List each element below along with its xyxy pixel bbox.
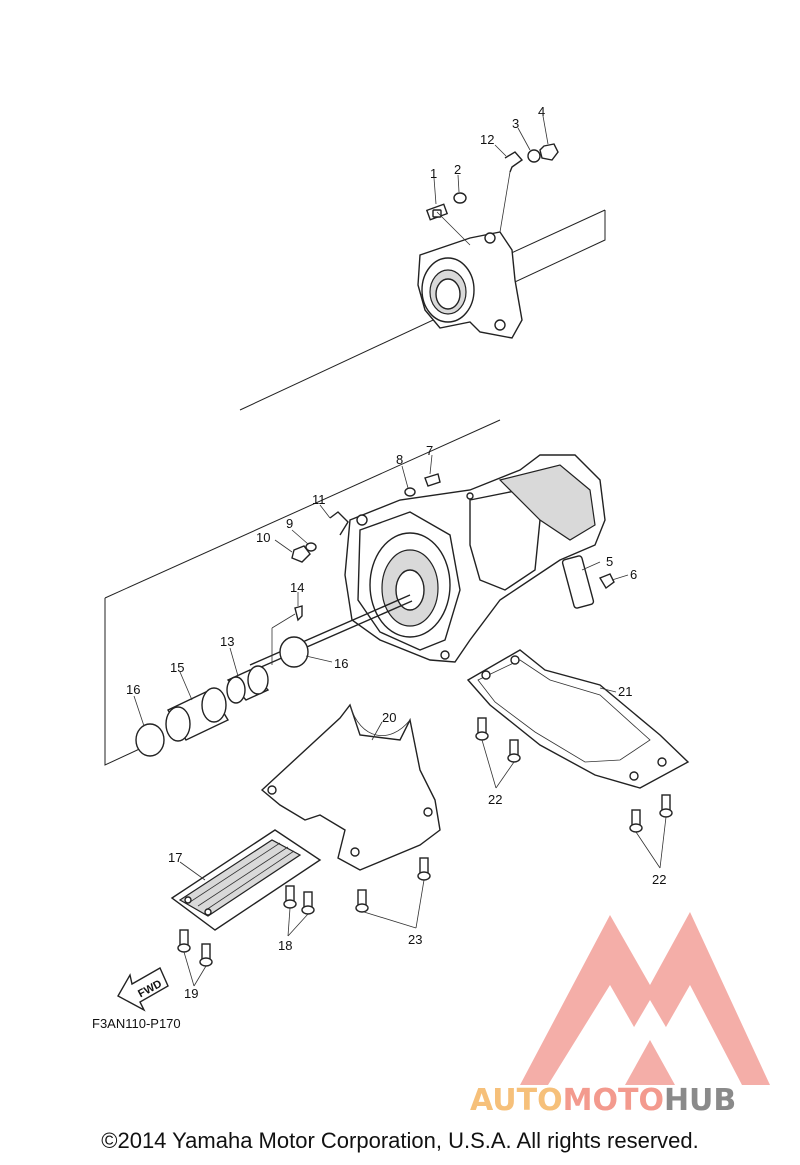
automotohub-logo-mark [520, 912, 770, 1085]
part-12-clip [504, 151, 524, 173]
part-17-intake-grate [170, 829, 322, 931]
callout-5: 5 [606, 554, 613, 569]
callout-15: 15 [170, 660, 184, 675]
jet-pump-housing [291, 454, 615, 663]
callout-17: 17 [168, 850, 182, 865]
forward-direction-arrow: FWD [117, 967, 169, 1012]
diagram-code: F3AN110-P170 [92, 1016, 181, 1031]
callout-9: 9 [286, 516, 293, 531]
drive-shaft [249, 594, 413, 672]
watermark-hub: HUB [663, 1083, 737, 1118]
callout-22a: 22 [488, 792, 502, 807]
callout-20: 20 [382, 710, 396, 725]
callout-12: 12 [480, 132, 494, 147]
callout-22b: 22 [652, 872, 666, 887]
callout-21: 21 [618, 684, 632, 699]
part-20-duct-cover [260, 703, 441, 871]
part-3-washer [527, 149, 541, 163]
callout-10: 10 [256, 530, 270, 545]
callout-14: 14 [290, 580, 304, 595]
watermark-moto: MOTO [562, 1083, 664, 1118]
callout-13: 13 [220, 634, 234, 649]
callout-11: 11 [312, 492, 326, 507]
copyright-notice: ©2014 Yamaha Motor Corporation, U.S.A. A… [101, 1128, 699, 1153]
callout-4: 4 [538, 104, 545, 119]
callout-16b: 16 [334, 656, 348, 671]
callout-labels: 1 2 3 4 5 6 7 8 9 10 11 12 13 14 15 16 1… [126, 104, 666, 1001]
leader-lines [133, 115, 667, 987]
callout-19: 19 [184, 986, 198, 1001]
callout-8: 8 [396, 452, 403, 467]
part-21-ride-plate [466, 649, 690, 789]
callout-1: 1 [430, 166, 437, 181]
callout-6: 6 [630, 567, 637, 582]
callout-16a: 16 [126, 682, 140, 697]
bearing-housing [417, 171, 523, 339]
watermark-auto: AUTO [470, 1083, 563, 1118]
callout-3: 3 [512, 116, 519, 131]
callout-18: 18 [278, 938, 292, 953]
part-2-washer [453, 192, 467, 204]
mounting-screws [177, 717, 673, 967]
callout-23: 23 [408, 932, 422, 947]
watermark-wordmark: AUTOMOTOHUB [470, 1083, 736, 1118]
shaft-components [135, 613, 309, 757]
callout-2: 2 [454, 162, 461, 177]
callout-7: 7 [426, 443, 433, 458]
part-4-nut [539, 143, 559, 161]
